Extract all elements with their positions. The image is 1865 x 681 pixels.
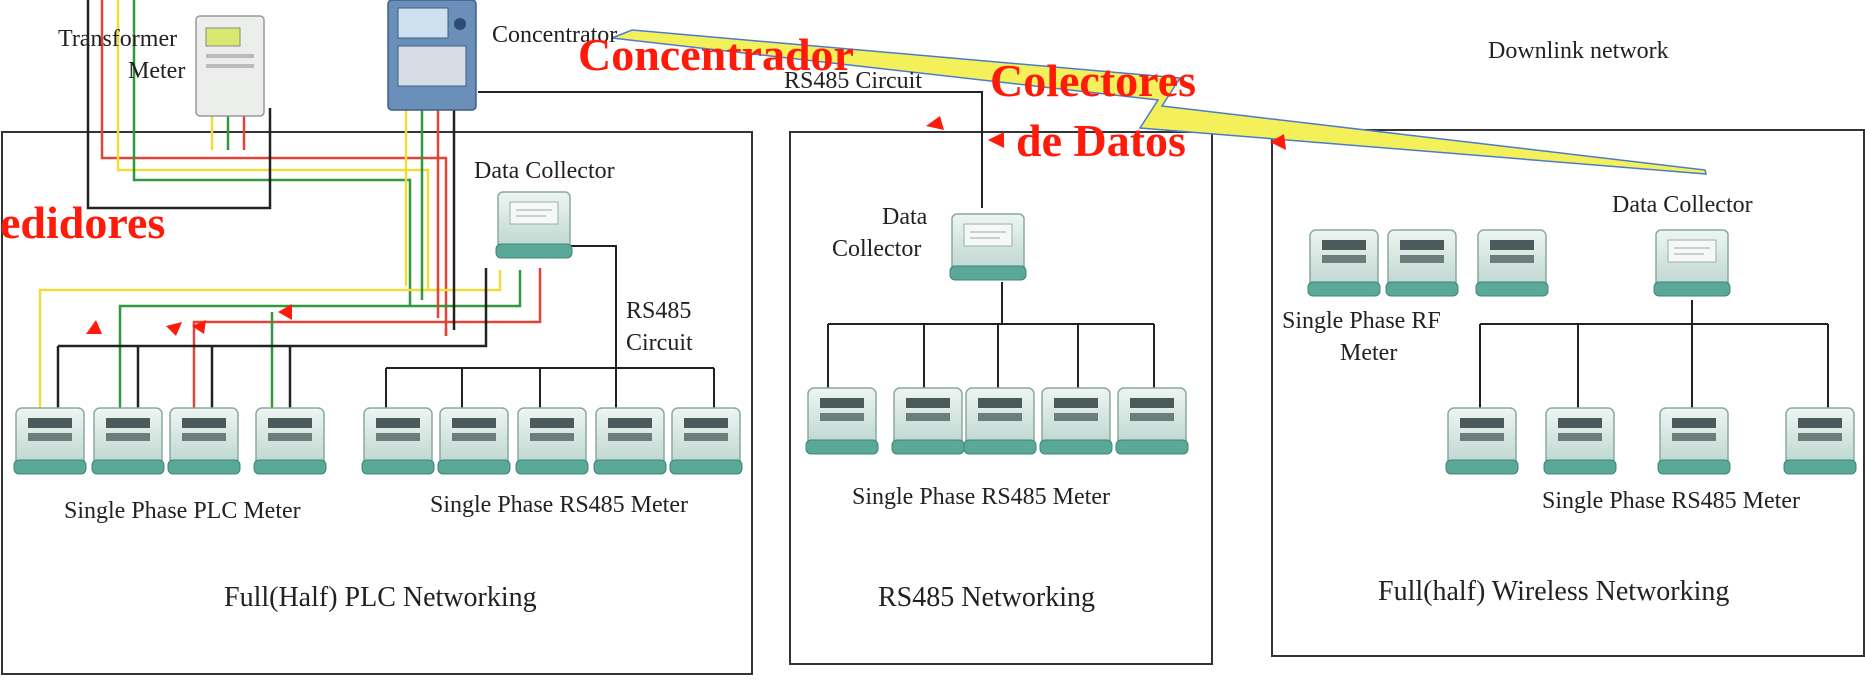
plc-meter-icon	[167, 407, 241, 475]
plc-meter-caption: Single Phase PLC Meter	[64, 498, 301, 524]
annotation-concentrador: Concentrador	[578, 29, 854, 80]
concentrator-label: Concentrator	[492, 22, 617, 48]
rs485-meter-icon	[593, 407, 667, 475]
plc-panel-title: Full(Half) PLC Networking	[224, 582, 537, 613]
wireless-bolt-icon	[611, 29, 1707, 175]
top-rs485-circuit-label: RS485 Circuit	[784, 68, 922, 94]
plc-rs485-bus	[385, 245, 715, 410]
wireless-panel-title: Full(half) Wireless Networking	[1378, 576, 1729, 607]
downlink-network-label: Downlink network	[1488, 38, 1669, 64]
rs485-panel-title: RS485 Networking	[878, 582, 1095, 613]
wireless-panel-bus	[1479, 300, 1829, 410]
rs485-meter-icon	[437, 407, 511, 475]
rs485-data-collector-label-2: Collector	[832, 236, 921, 262]
plc-rs485-circuit-label: RS485	[626, 298, 691, 324]
plc-data-collector-icon	[495, 191, 573, 259]
rs485-meter-icon	[515, 407, 589, 475]
concentrator-rs485-link	[478, 91, 983, 208]
arrow-icon	[1270, 134, 1286, 150]
annotation-de-datos: de Datos	[1016, 115, 1186, 166]
arrow-icon	[192, 320, 206, 334]
transformer-meter-label: Transformer	[58, 26, 177, 52]
arrow-icon	[166, 322, 182, 336]
plc-panel-frame	[1, 131, 753, 675]
rs485-panel-bus	[827, 282, 1155, 392]
rs485-meter-icon	[1543, 407, 1617, 475]
wireless-data-collector-icon	[1653, 229, 1731, 297]
wireless-panel-frame	[1271, 129, 1865, 657]
arrow-icon	[988, 132, 1004, 148]
arrow-icon	[926, 116, 944, 130]
plc-meter-icon	[91, 407, 165, 475]
rs485-panel-frame	[789, 131, 1213, 665]
annotation-medidores: edidores	[0, 197, 165, 248]
plc-rs485-circuit-label-2: Circuit	[626, 330, 693, 356]
rs485-meter-icon	[891, 387, 965, 455]
arrow-markers	[86, 116, 1286, 336]
rs485-data-collector-icon	[949, 213, 1027, 281]
rs485-data-collector-label: Data	[882, 204, 928, 230]
rs485-meter-icon	[1115, 387, 1189, 455]
rf-meter-icon	[1385, 229, 1459, 297]
rs485-meter-icon	[1445, 407, 1519, 475]
rs485-meter-caption: Single Phase RS485 Meter	[852, 484, 1110, 510]
transformer-meter-icon	[195, 15, 265, 117]
annotation-colectores: Colectores	[990, 55, 1196, 106]
rs485-meter-icon	[1039, 387, 1113, 455]
plc-rs485-meter-caption: Single Phase RS485 Meter	[430, 492, 688, 518]
rs485-meter-icon	[669, 407, 743, 475]
rs485-meter-icon	[1657, 407, 1731, 475]
arrow-icon	[86, 320, 102, 334]
concentrator-icon	[387, 0, 477, 111]
wireless-meter-caption: Single Phase RS485 Meter	[1542, 488, 1800, 514]
arrow-icon	[278, 304, 292, 320]
wireless-data-collector-label: Data Collector	[1612, 192, 1753, 218]
rf-meter-caption: Single Phase RF	[1282, 308, 1441, 334]
rf-meter-icon	[1475, 229, 1549, 297]
rs485-meter-icon	[361, 407, 435, 475]
rf-meter-caption-2: Meter	[1340, 340, 1397, 366]
rf-meter-icon	[1307, 229, 1381, 297]
rs485-meter-icon	[1783, 407, 1857, 475]
plc-data-collector-label: Data Collector	[474, 158, 615, 184]
plc-meter-icon	[253, 407, 327, 475]
rs485-meter-icon	[963, 387, 1037, 455]
plc-meter-icon	[13, 407, 87, 475]
transformer-meter-label-2: Meter	[128, 58, 185, 84]
rs485-meter-icon	[805, 387, 879, 455]
